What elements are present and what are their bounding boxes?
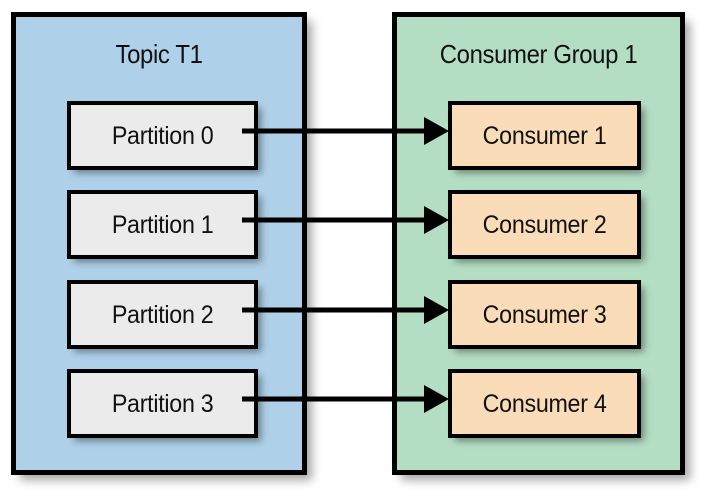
partition-box-0[interactable]: Partition 0 — [67, 101, 258, 170]
consumer-label-1: Consumer 2 — [482, 210, 607, 239]
partition-box-1[interactable]: Partition 1 — [67, 190, 258, 259]
consumer-box-3[interactable]: Consumer 4 — [448, 369, 641, 438]
topic-group-container: Topic T1 Partition 0 Partition 1 Partiti… — [11, 12, 307, 475]
consumer-label-0: Consumer 1 — [482, 121, 607, 150]
consumer-box-2[interactable]: Consumer 3 — [448, 280, 641, 349]
partition-label-2: Partition 2 — [111, 300, 214, 329]
consumer-label-3: Consumer 4 — [482, 389, 607, 418]
partition-label-1: Partition 1 — [111, 210, 214, 239]
consumer-label-2: Consumer 3 — [482, 300, 607, 329]
partition-label-3: Partition 3 — [111, 389, 214, 418]
partition-box-2[interactable]: Partition 2 — [67, 280, 258, 349]
consumer-box-0[interactable]: Consumer 1 — [448, 101, 641, 170]
consumer-group-container: Consumer Group 1 Consumer 1 Consumer 2 C… — [392, 12, 685, 475]
partition-box-3[interactable]: Partition 3 — [67, 369, 258, 438]
consumer-group-title: Consumer Group 1 — [439, 39, 638, 69]
topic-group-title: Topic T1 — [115, 39, 203, 69]
consumer-box-1[interactable]: Consumer 2 — [448, 190, 641, 259]
partition-label-0: Partition 0 — [111, 121, 214, 150]
